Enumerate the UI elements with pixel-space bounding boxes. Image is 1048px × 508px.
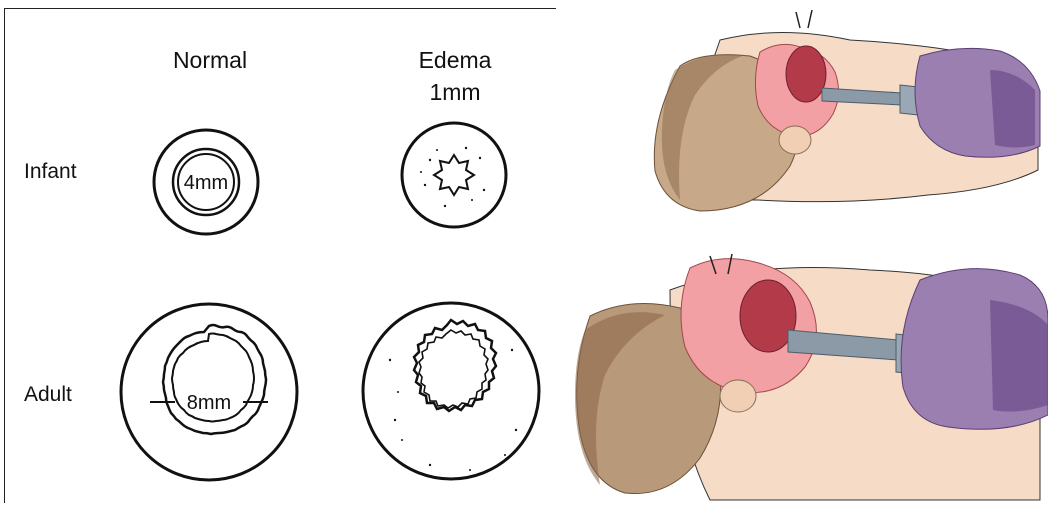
adult-diameter-label: 8mm	[187, 392, 231, 414]
top-head-illustration	[654, 10, 1040, 211]
bottom-head-illustration	[575, 254, 1048, 500]
adult-normal-airway: 8mm	[121, 304, 297, 480]
infant-edema-airway	[402, 123, 506, 227]
infant-normal-airway: 4mm	[154, 130, 258, 234]
airway-comparison-panel: Normal Edema 1mm Infant Adult 4mm	[0, 0, 560, 503]
intubation-illustrations	[560, 0, 1048, 503]
infant-diameter-label: 4mm	[184, 172, 228, 194]
airway-cross-sections: 4mm 8mm	[0, 0, 560, 503]
intubation-illustration-panel	[560, 0, 1048, 503]
adult-edema-airway	[363, 303, 539, 479]
